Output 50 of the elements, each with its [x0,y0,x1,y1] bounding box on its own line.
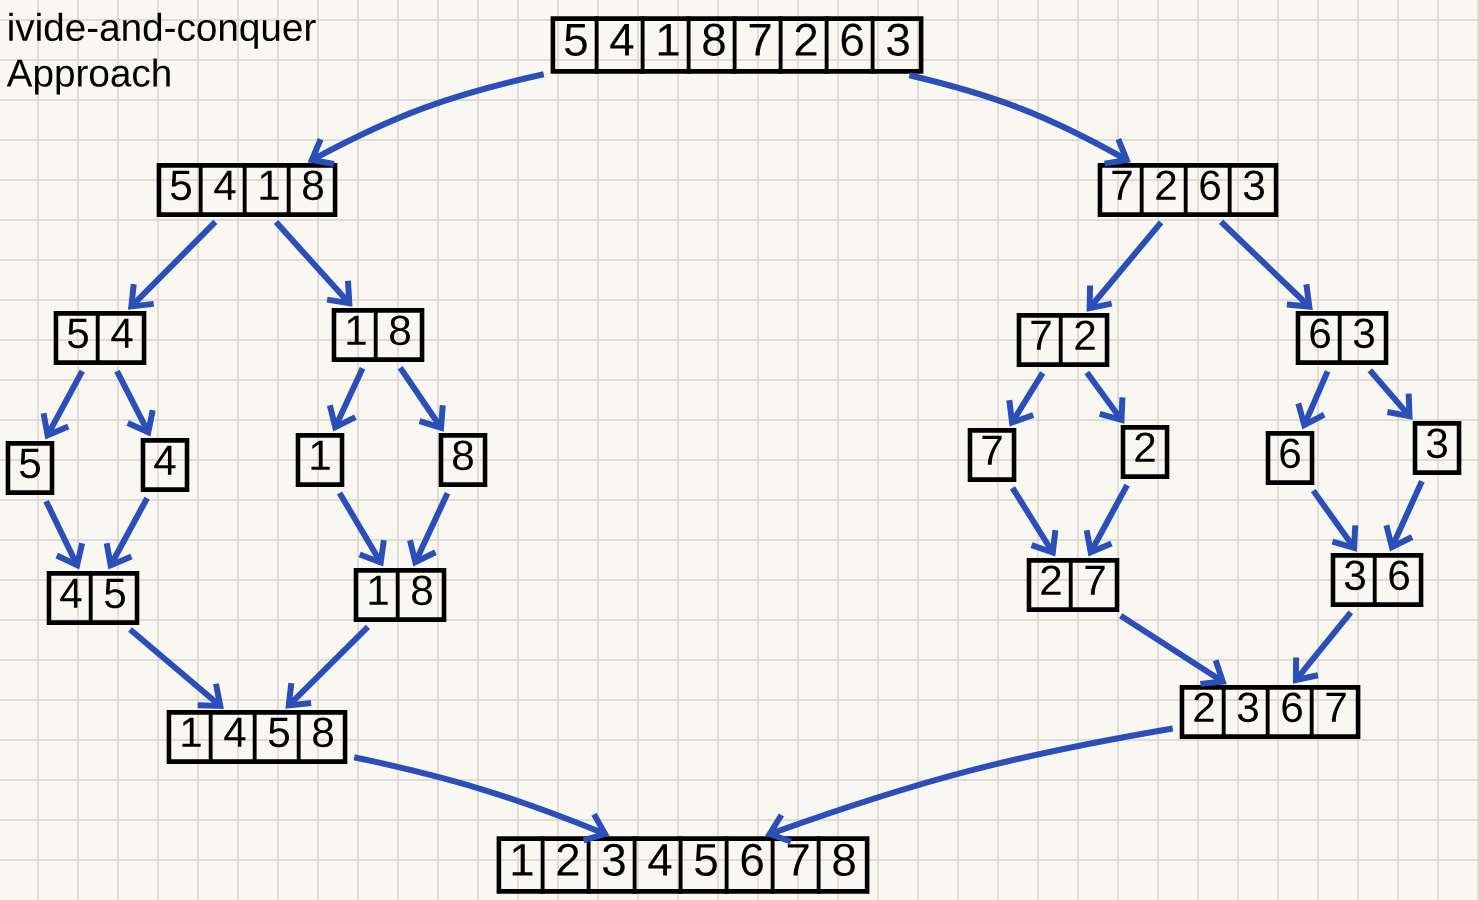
array-box: 5 4 1 8 [156,163,338,217]
array-box: 3 6 [1330,553,1424,607]
arrow [353,754,610,844]
arrow [1086,220,1164,312]
arrow [103,496,150,570]
arrow [407,492,451,567]
array-box: 4 5 [46,571,140,625]
arrow [285,624,371,709]
array-box: 4 [140,438,190,492]
arrow [1292,610,1354,684]
arrow [43,499,86,570]
array-box: 6 3 [1295,311,1389,365]
array-box: 2 3 6 7 [1179,685,1361,739]
array-box: 1 [295,433,345,487]
array-box: 1 4 5 8 [166,710,348,764]
arrow [1367,368,1413,420]
arrow [908,72,1131,167]
arrow [307,71,545,167]
arrow [326,367,366,432]
arrow [114,369,156,437]
arrow [128,627,224,709]
arrow [1084,370,1126,424]
array-box: 7 2 [1016,313,1110,367]
array-box: 2 [1120,425,1170,479]
array-box: 5 [5,441,55,495]
array-box: 5 4 1 8 7 2 6 3 [550,16,924,74]
arrow [765,725,1174,845]
arrow [1219,219,1313,310]
array-box: 5 4 [53,311,147,365]
arrow [1310,488,1359,552]
arrow [397,366,446,432]
array-box: 2 7 [1026,558,1120,612]
arrow [1119,613,1227,687]
arrow [1083,483,1130,557]
array-box: 1 2 3 4 5 6 7 8 [496,836,870,894]
arrow [336,491,387,567]
array-box: 3 [1412,421,1462,475]
arrow [1009,486,1059,557]
arrow [1383,480,1425,552]
arrow [127,219,218,310]
arrow [40,369,85,440]
array-box: 6 [1265,431,1315,485]
array-box: 7 [967,428,1017,482]
array-box: 1 8 [331,308,425,362]
arrow [273,220,353,307]
array-box: 1 8 [353,568,447,622]
title: ivide-and-conquer Approach [6,12,316,95]
array-box: 7 2 6 3 [1097,163,1279,217]
arrow [1006,371,1046,427]
array-box: 8 [438,433,488,487]
